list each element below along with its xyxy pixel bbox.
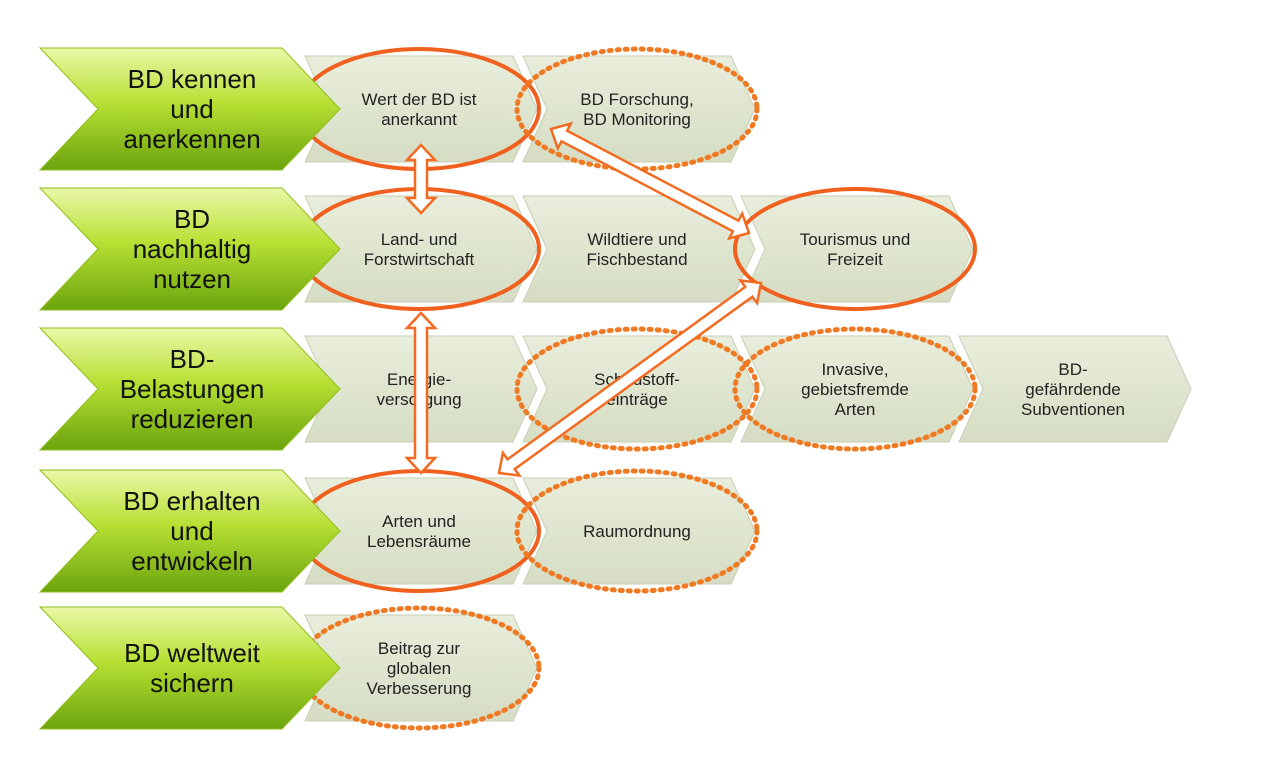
dotted-ellipse-row3-3 [732,326,978,452]
box-label: gebietsfremde [801,380,909,399]
box-label: Tourismus und [800,230,911,249]
row-label: nutzen [153,264,231,294]
row-label: entwickeln [131,546,252,576]
arrow-wert-land [404,143,438,215]
arrow-land-arten [404,311,438,475]
box-row3-3 [740,335,974,443]
dotted-ellipse-row4-2 [514,468,760,594]
row-label: nachhaltig [133,234,252,264]
box-row2-3 [740,195,974,303]
box-label: BD- [1058,360,1087,379]
box-label: Wert der BD ist [362,90,477,109]
box-label: Land- und [381,230,458,249]
box-row3-4 [958,335,1192,443]
box-label: Freizeit [827,250,883,269]
box-label: Fischbestand [586,250,687,269]
box-label: Wildtiere und [587,230,686,249]
row-chevron-3 [38,327,341,451]
row-chevron-1 [38,47,341,171]
row-label: und [170,516,213,546]
box-label: Arten und [382,512,456,531]
box-label: Forstwirtschaft [364,250,475,269]
dotted-ellipse-row3-2 [514,326,760,452]
box-label: Subventionen [1021,400,1125,419]
box-label: BD Forschung, [580,90,693,109]
box-label: Lebensräume [367,532,471,551]
row-chevron-4 [38,469,341,593]
row-label: BD erhalten [123,486,260,516]
box-label: einträge [606,390,667,409]
row-label: sichern [150,668,234,698]
row-label: reduzieren [131,404,254,434]
row-label: BD weltweit [124,638,261,668]
row-label: und [170,94,213,124]
row-label: Belastungen [120,374,265,404]
box-row1-2 [522,55,756,163]
row-label: BD kennen [128,64,257,94]
box-label: Invasive, [821,360,888,379]
box-label: globalen [387,659,451,678]
arrow-tourismus-arten [497,278,763,478]
box-row4-2 [522,477,756,585]
row-label: BD- [170,344,215,374]
row-label: BD [174,204,210,234]
row-chevron-2 [38,187,341,311]
box-label: anerkannt [381,110,457,129]
box-label: gefährdende [1025,380,1120,399]
box-label: Raumordnung [583,522,691,541]
box-label: Arten [835,400,876,419]
row-chevron-5 [38,606,341,730]
box-label: BD Monitoring [583,110,691,129]
arrow-wert-tourismus [549,121,751,241]
box-label: Verbesserung [367,679,472,698]
row-label: anerkennen [123,124,260,154]
highlight-ellipse-row2-3 [733,187,977,311]
box-label: Beitrag zur [378,639,461,658]
